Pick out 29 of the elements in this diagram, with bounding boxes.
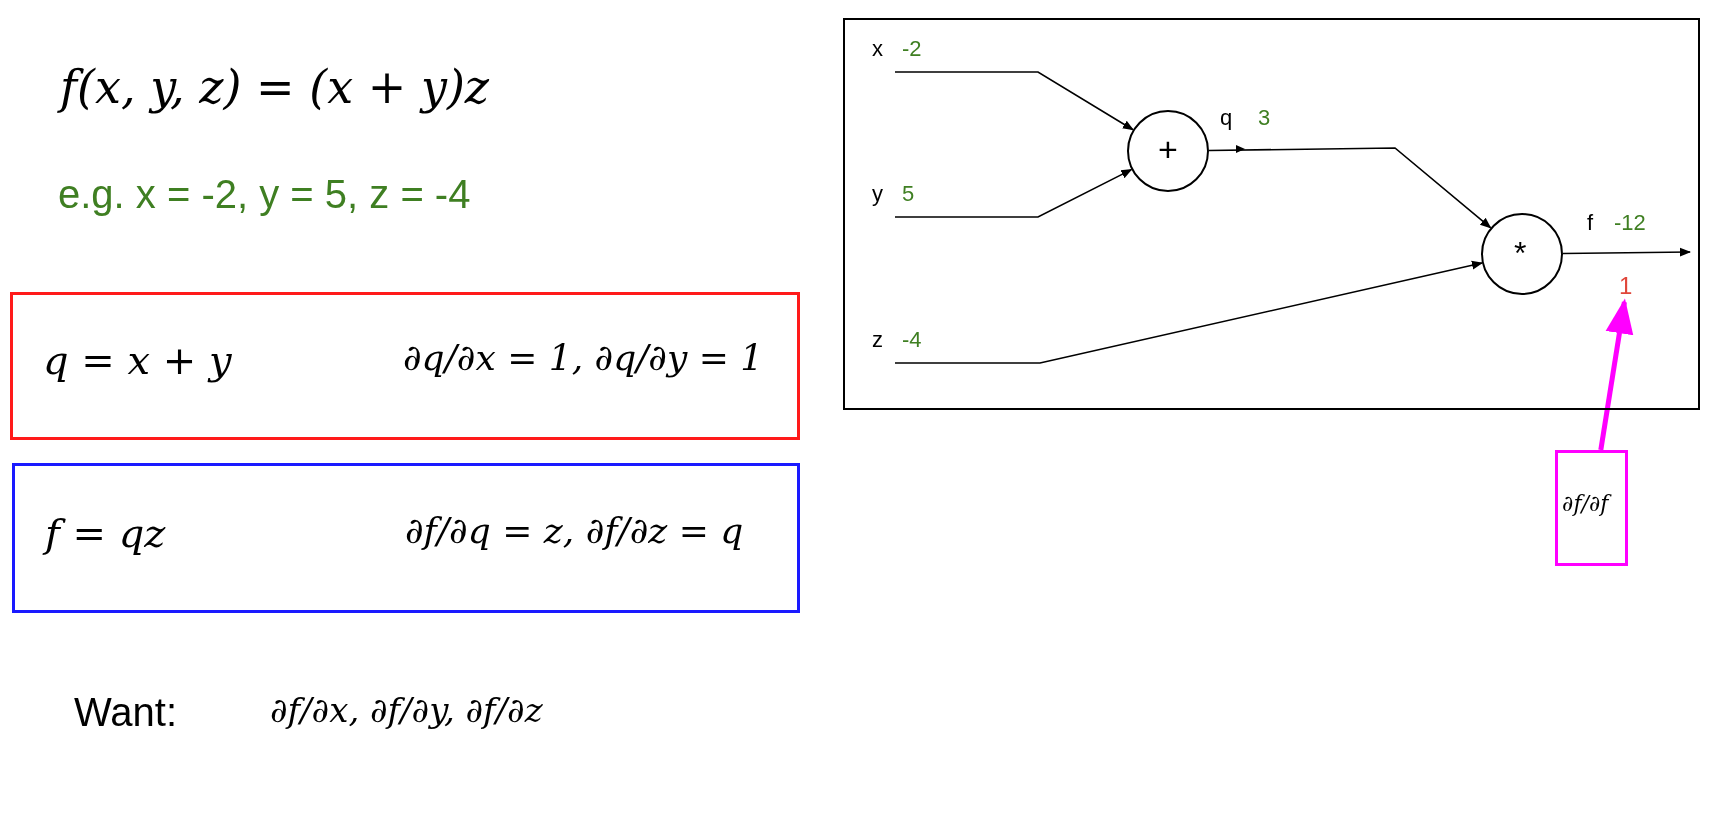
- formula: q = x + y: [43, 337, 232, 383]
- variable-name: f: [1587, 210, 1594, 236]
- value-label: 3: [1258, 105, 1271, 131]
- formula: ∂q/∂x = 1, ∂q/∂y = 1: [403, 337, 764, 378]
- value-label: 5: [902, 181, 915, 207]
- graph-frame: [843, 18, 1700, 410]
- arrow: [894, 71, 1134, 131]
- formula-box: [12, 463, 800, 613]
- arrow: [894, 168, 1133, 218]
- value-label: -12: [1614, 210, 1646, 236]
- variable-name: z: [872, 327, 883, 353]
- formula-box: [10, 292, 800, 440]
- variable-name: x: [872, 36, 883, 62]
- variable-name: q: [1220, 105, 1233, 131]
- value-label: -2: [902, 36, 922, 62]
- formula: ∂f/∂q = z, ∂f/∂z = q: [405, 510, 744, 551]
- leader-arrow: [1598, 298, 1634, 451]
- goal-label: Want:: [74, 690, 177, 735]
- gradient-value: 1: [1619, 272, 1633, 300]
- formula-box: [1555, 450, 1628, 566]
- value-label: -4: [902, 327, 922, 353]
- arrow: [894, 260, 1484, 364]
- operator-symbol: *: [1514, 235, 1527, 272]
- formula: ∂f/∂x, ∂f/∂y, ∂f/∂z: [270, 690, 543, 730]
- arrow: [1562, 247, 1692, 257]
- operator-symbol: +: [1158, 130, 1178, 169]
- variable-name: y: [872, 181, 883, 207]
- example-values: e.g. x = -2, y = 5, z = -4: [58, 172, 471, 217]
- arrow: [1208, 145, 1492, 229]
